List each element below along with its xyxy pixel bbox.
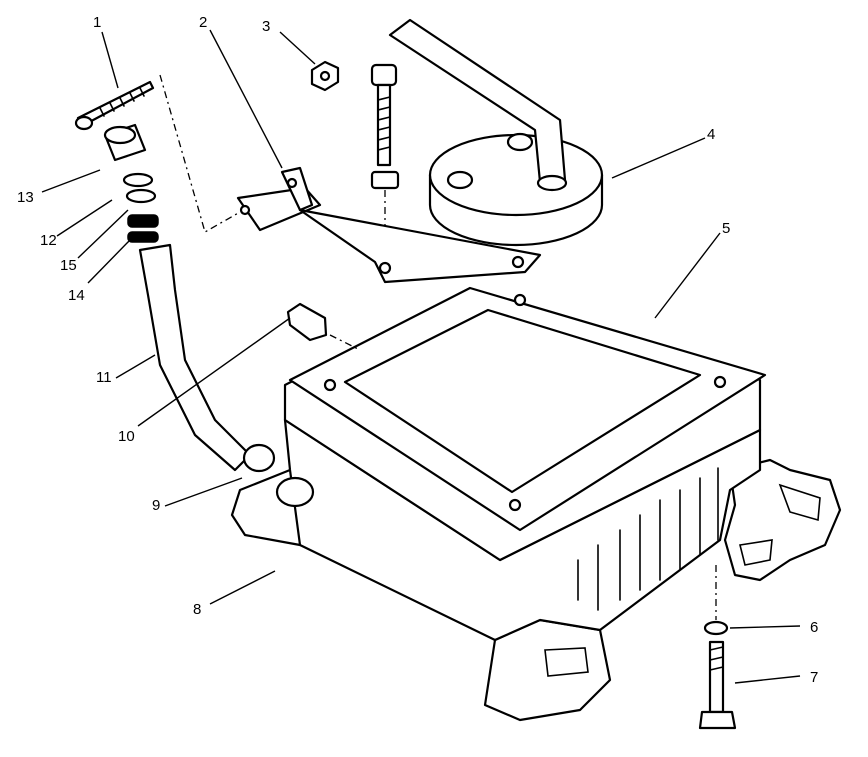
callout-4: 4: [707, 126, 715, 143]
callout-labels: 1 2 3 4 5 6 7 8 9 10 11 12 13 14 15: [17, 14, 818, 686]
screw: [74, 80, 155, 131]
hex-bolt: [698, 640, 737, 730]
gasket: [288, 286, 767, 532]
callout-3: 3: [262, 18, 270, 35]
callout-5: 5: [722, 220, 730, 237]
dipstick-bracket: [236, 166, 542, 284]
callout-13: 13: [17, 189, 34, 206]
callout-15: 15: [60, 257, 77, 274]
callout-8: 8: [193, 601, 201, 618]
washer: [703, 620, 729, 636]
callout-10: 10: [118, 428, 135, 445]
hex-nut: [310, 60, 340, 92]
callout-14: 14: [68, 287, 85, 304]
callout-7: 7: [810, 669, 818, 686]
callout-1: 1: [93, 14, 101, 31]
callout-6: 6: [810, 619, 818, 636]
callout-12: 12: [40, 232, 57, 249]
callout-11: 11: [96, 369, 112, 386]
callout-9: 9: [152, 497, 160, 514]
breather-fitting: [286, 302, 361, 351]
breather-cover: [388, 18, 604, 247]
dipstick-tube-assembly: [103, 123, 276, 473]
leader-lines: [41, 29, 801, 684]
callout-2: 2: [199, 14, 207, 31]
